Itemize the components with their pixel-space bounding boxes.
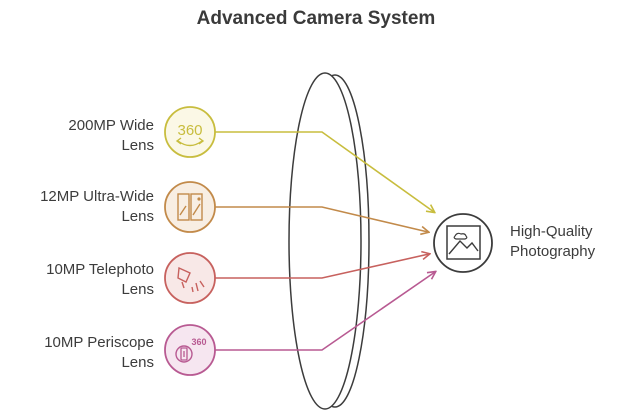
photo-image-icon <box>433 213 493 273</box>
360-rotate-icon: 360 <box>164 106 216 158</box>
connector-periscope <box>214 272 435 351</box>
input-label-wide: 200MP Wide Lens <box>0 116 154 156</box>
output-label-line2: Photography <box>510 243 596 260</box>
periscope-360-icon: 360 <box>164 324 216 376</box>
wide-frame-icon <box>164 181 216 233</box>
output-label: High-Quality Photography <box>510 222 630 262</box>
svg-text:360: 360 <box>191 337 206 347</box>
input-label-periscope-line1: 10MP Periscope <box>44 334 154 351</box>
input-label-telephoto: 10MP Telephoto Lens <box>0 260 154 300</box>
input-label-ultrawide: 12MP Ultra-Wide Lens <box>0 187 154 227</box>
lens-disc-icon <box>288 72 370 410</box>
connector-ultrawide <box>214 206 428 232</box>
output-label-line1: High-Quality <box>510 223 593 240</box>
input-label-periscope: 10MP Periscope Lens <box>0 333 154 373</box>
input-label-ultrawide-line2: Lens <box>121 208 154 225</box>
input-label-wide-line1: 200MP Wide <box>68 117 154 134</box>
diagram-title: Advanced Camera System <box>196 8 436 29</box>
input-label-periscope-line2: Lens <box>121 354 154 371</box>
input-label-wide-line2: Lens <box>121 137 154 154</box>
connector-wide <box>214 131 434 212</box>
svg-text:360: 360 <box>177 122 202 139</box>
input-label-telephoto-line1: 10MP Telephoto <box>46 261 154 278</box>
input-label-ultrawide-line1: 12MP Ultra-Wide <box>40 188 154 205</box>
telephoto-icon <box>164 252 216 304</box>
connector-telephoto <box>214 254 429 279</box>
input-label-telephoto-line2: Lens <box>121 281 154 298</box>
